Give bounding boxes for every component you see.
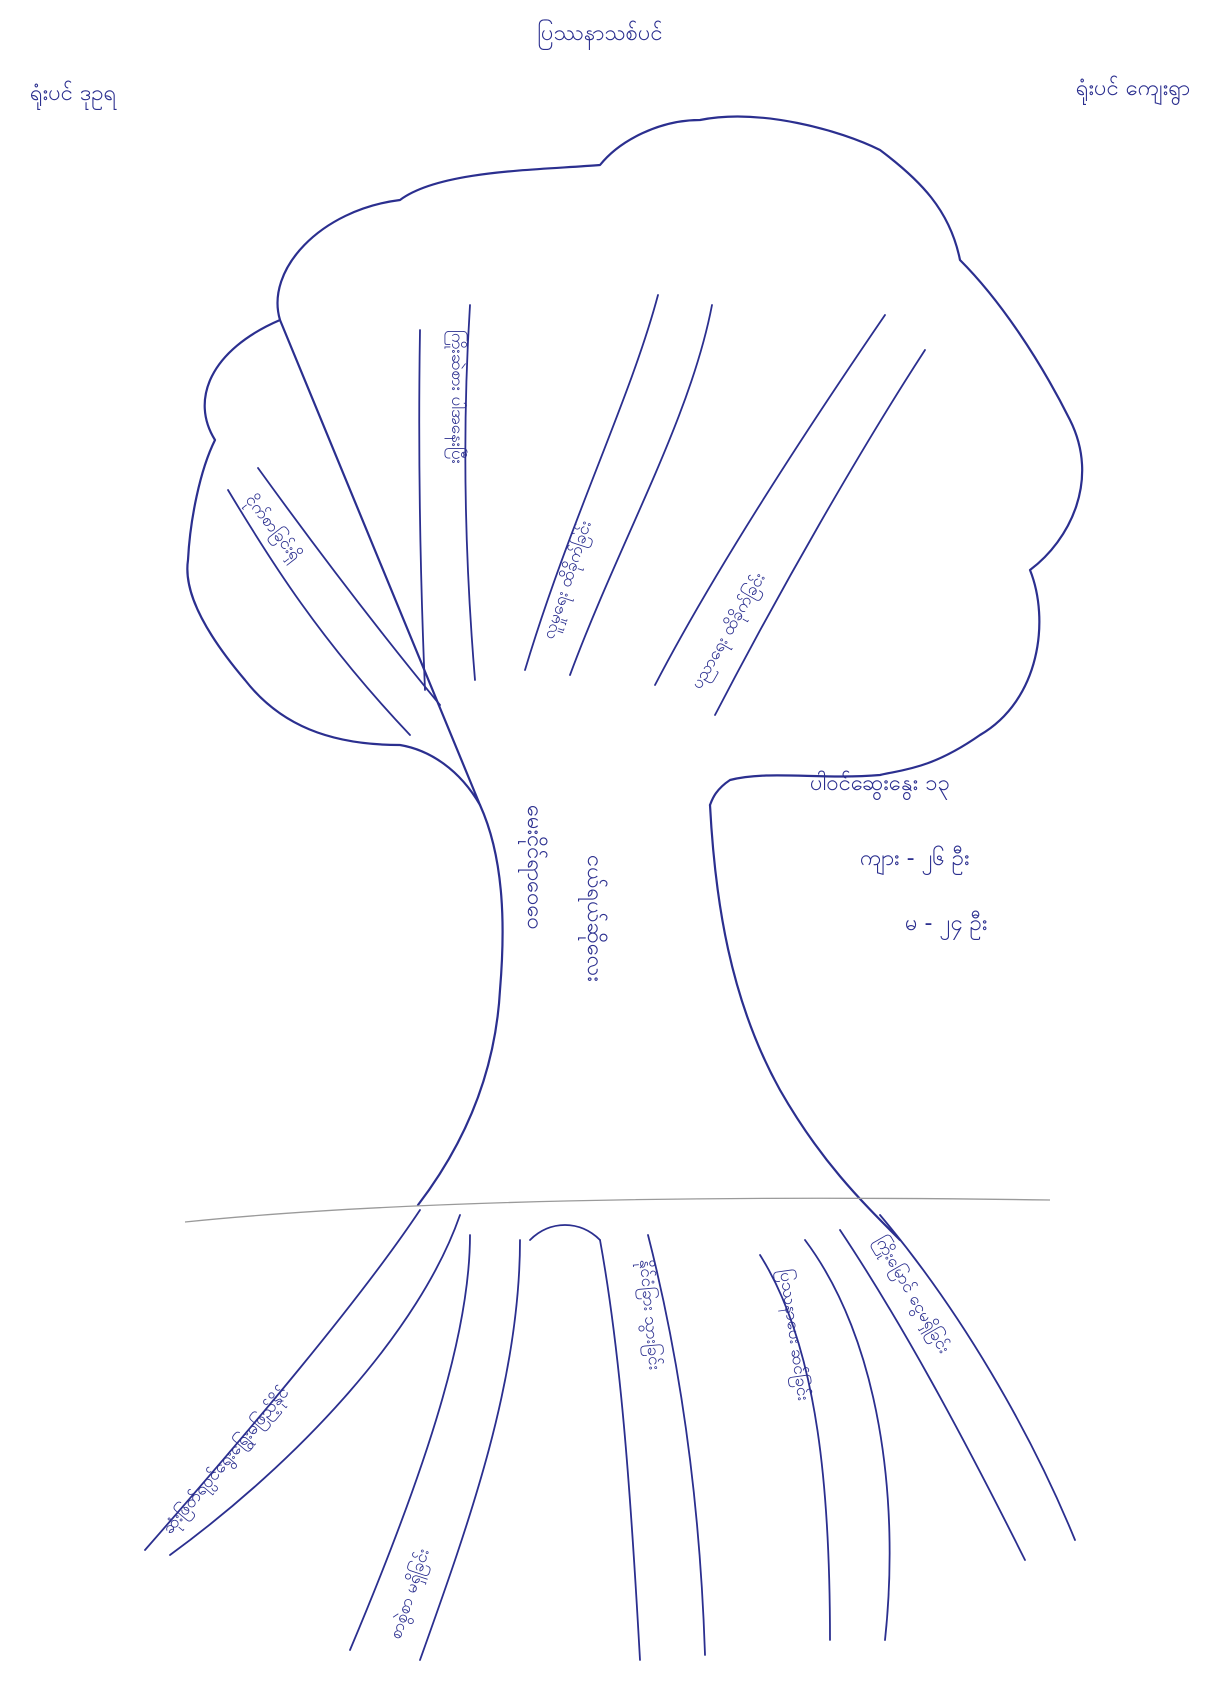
ground-line bbox=[185, 1198, 1050, 1222]
stats-male: ကျား - ၂၆ ဦး bbox=[860, 845, 970, 875]
trunk-sub-problem: ငယ်ရယ်ဆိုလေး bbox=[578, 855, 608, 982]
tree-trunk-left bbox=[418, 805, 503, 1205]
trunk-main-problem: မေးငိုင်ရာဝေဝေ bbox=[518, 805, 548, 930]
root-3-shape bbox=[530, 1225, 705, 1660]
header-right-label: ရုံးပင် ကျေးရွာ bbox=[1076, 75, 1190, 106]
header-left-label: ရုံးပင် ဒုဥရ bbox=[30, 80, 117, 110]
root-label-1: ဆုံးဖြတ်ရပ္ပင်ရွေးရြွေးမဖြည့်နိုင် bbox=[157, 1382, 296, 1540]
root-label-3: နိုင်ငံခြား သွားခြင်း bbox=[632, 1259, 667, 1371]
branch-label-2: ကြိုးဆဲစား ပါအနေးပြီး bbox=[444, 330, 469, 464]
root-label-2: စာစွဲစာ မရှိခြင်း bbox=[384, 1546, 437, 1643]
tree-canopy-outline bbox=[187, 117, 1082, 805]
stats-heading: ပါဝင်ဆွေးနွေး ၁၃ bbox=[810, 770, 950, 801]
branch-4-shape bbox=[655, 315, 925, 715]
root-label-4: ပြဿနာပေး ဆင်ခြင်း bbox=[772, 1268, 815, 1403]
branch-label-1: ငိုက်စာခြင်းရှိ bbox=[239, 490, 307, 567]
worksheet-title: ပြဿနာသစ်ပင် bbox=[537, 19, 662, 50]
stats-female: မ - ၂၄ ဦး bbox=[905, 910, 987, 940]
root-5-shape bbox=[840, 1215, 1075, 1560]
root-2-shape bbox=[350, 1235, 520, 1660]
